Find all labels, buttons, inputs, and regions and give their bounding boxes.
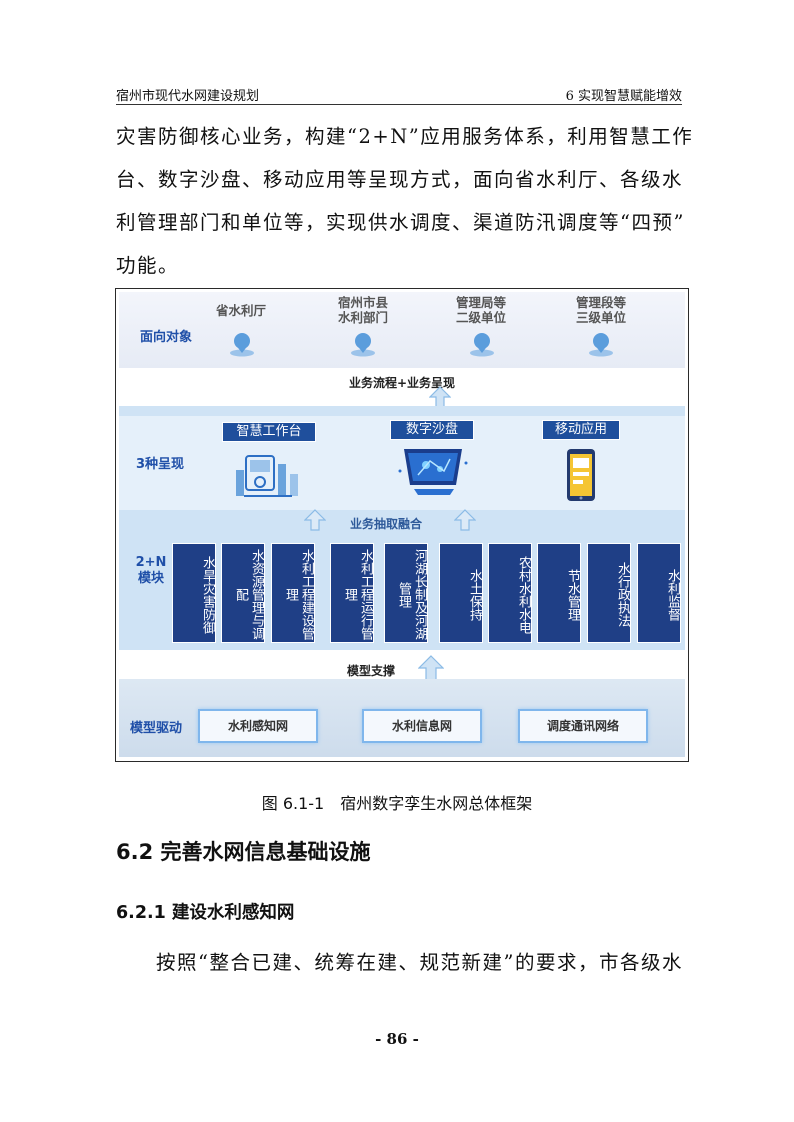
presentation-sandbox: 数字沙盘 bbox=[390, 420, 474, 440]
figure-caption: 图 6.1-1 宿州数字孪生水网总体框架 bbox=[261, 794, 533, 813]
module-box: 河湖长制及河湖管理 bbox=[384, 543, 428, 643]
framework-figure: 面向对象 省水利厅 宿州市县水利部门 管理局等二级单位 管理段等三级单位 业务流… bbox=[115, 288, 689, 762]
fusion-label: 业务抽取融合 bbox=[349, 517, 422, 531]
presentation-workbench: 智慧工作台 bbox=[222, 422, 316, 442]
flow-label: 业务流程+业务呈现 bbox=[348, 376, 456, 390]
target-label: 管理段等三级单位 bbox=[575, 295, 626, 325]
target-label: 管理局等二级单位 bbox=[455, 295, 506, 325]
presentation-mobile: 移动应用 bbox=[542, 420, 620, 440]
modules-label: 2+N模块 bbox=[135, 555, 167, 586]
target-label: 宿州市县水利部门 bbox=[337, 295, 388, 325]
location-pin-icon bbox=[589, 333, 613, 357]
running-header: 宿州市现代水网建设规划 6 实现智慧赋能增效 bbox=[116, 84, 682, 105]
location-pin-icon bbox=[470, 333, 494, 357]
module-box: 水利监督 bbox=[637, 543, 681, 643]
section-heading: 6.2 完善水网信息基础设施 bbox=[116, 840, 371, 864]
targets-label: 面向对象 bbox=[140, 330, 193, 345]
module-box: 水资源管理与调配 bbox=[221, 543, 265, 643]
up-arrow-icon bbox=[429, 386, 451, 408]
header-title: 宿州市现代水网建设规划 bbox=[116, 89, 260, 104]
mobile-phone-icon bbox=[567, 449, 595, 501]
location-pin-icon bbox=[351, 333, 375, 357]
support-label: 模型支撑 bbox=[346, 664, 395, 678]
module-box: 节水管理 bbox=[537, 543, 581, 643]
target-label: 省水利厅 bbox=[215, 303, 266, 318]
digital-sandbox-icon bbox=[398, 449, 468, 495]
presentation-label: 3种呈现 bbox=[136, 457, 185, 472]
module-box: 水旱灾害防御 bbox=[172, 543, 216, 643]
paragraph-line: 台、数字沙盘、移动应用等呈现方式，面向省水利厅、各级水 bbox=[116, 168, 684, 191]
driver-box: 水利信息网 bbox=[362, 709, 482, 743]
workbench-icon bbox=[236, 455, 298, 497]
paragraph-line: 功能。 bbox=[116, 254, 180, 277]
header-chapter: 6 实现智慧赋能增效 bbox=[565, 89, 682, 104]
driver-box: 水利感知网 bbox=[198, 709, 318, 743]
paragraph-line: 灾害防御核心业务，构建“2+N”应用服务体系，利用智慧工作 bbox=[116, 125, 694, 148]
page-number: - 86 - bbox=[375, 1030, 419, 1048]
module-box: 农村水利水电 bbox=[488, 543, 532, 643]
up-arrow-icon bbox=[304, 509, 326, 531]
body-paragraph: 按照“整合已建、统筹在建、规范新建”的要求，市各级水 bbox=[156, 951, 683, 974]
location-pin-icon bbox=[230, 333, 254, 357]
module-box: 水行政执法 bbox=[587, 543, 631, 643]
driver-label: 模型驱动 bbox=[130, 721, 183, 736]
module-box: 水土保持 bbox=[439, 543, 483, 643]
module-box: 水利工程运行管理 bbox=[330, 543, 374, 643]
driver-box: 调度通讯网络 bbox=[518, 709, 648, 743]
up-arrow-icon bbox=[454, 509, 476, 531]
module-box: 水利工程建设管理 bbox=[271, 543, 315, 643]
subsection-heading: 6.2.1 建设水利感知网 bbox=[116, 903, 295, 923]
paragraph-line: 利管理部门和单位等，实现供水调度、渠道防汛调度等“四预” bbox=[116, 211, 685, 234]
targets-band bbox=[119, 292, 685, 368]
